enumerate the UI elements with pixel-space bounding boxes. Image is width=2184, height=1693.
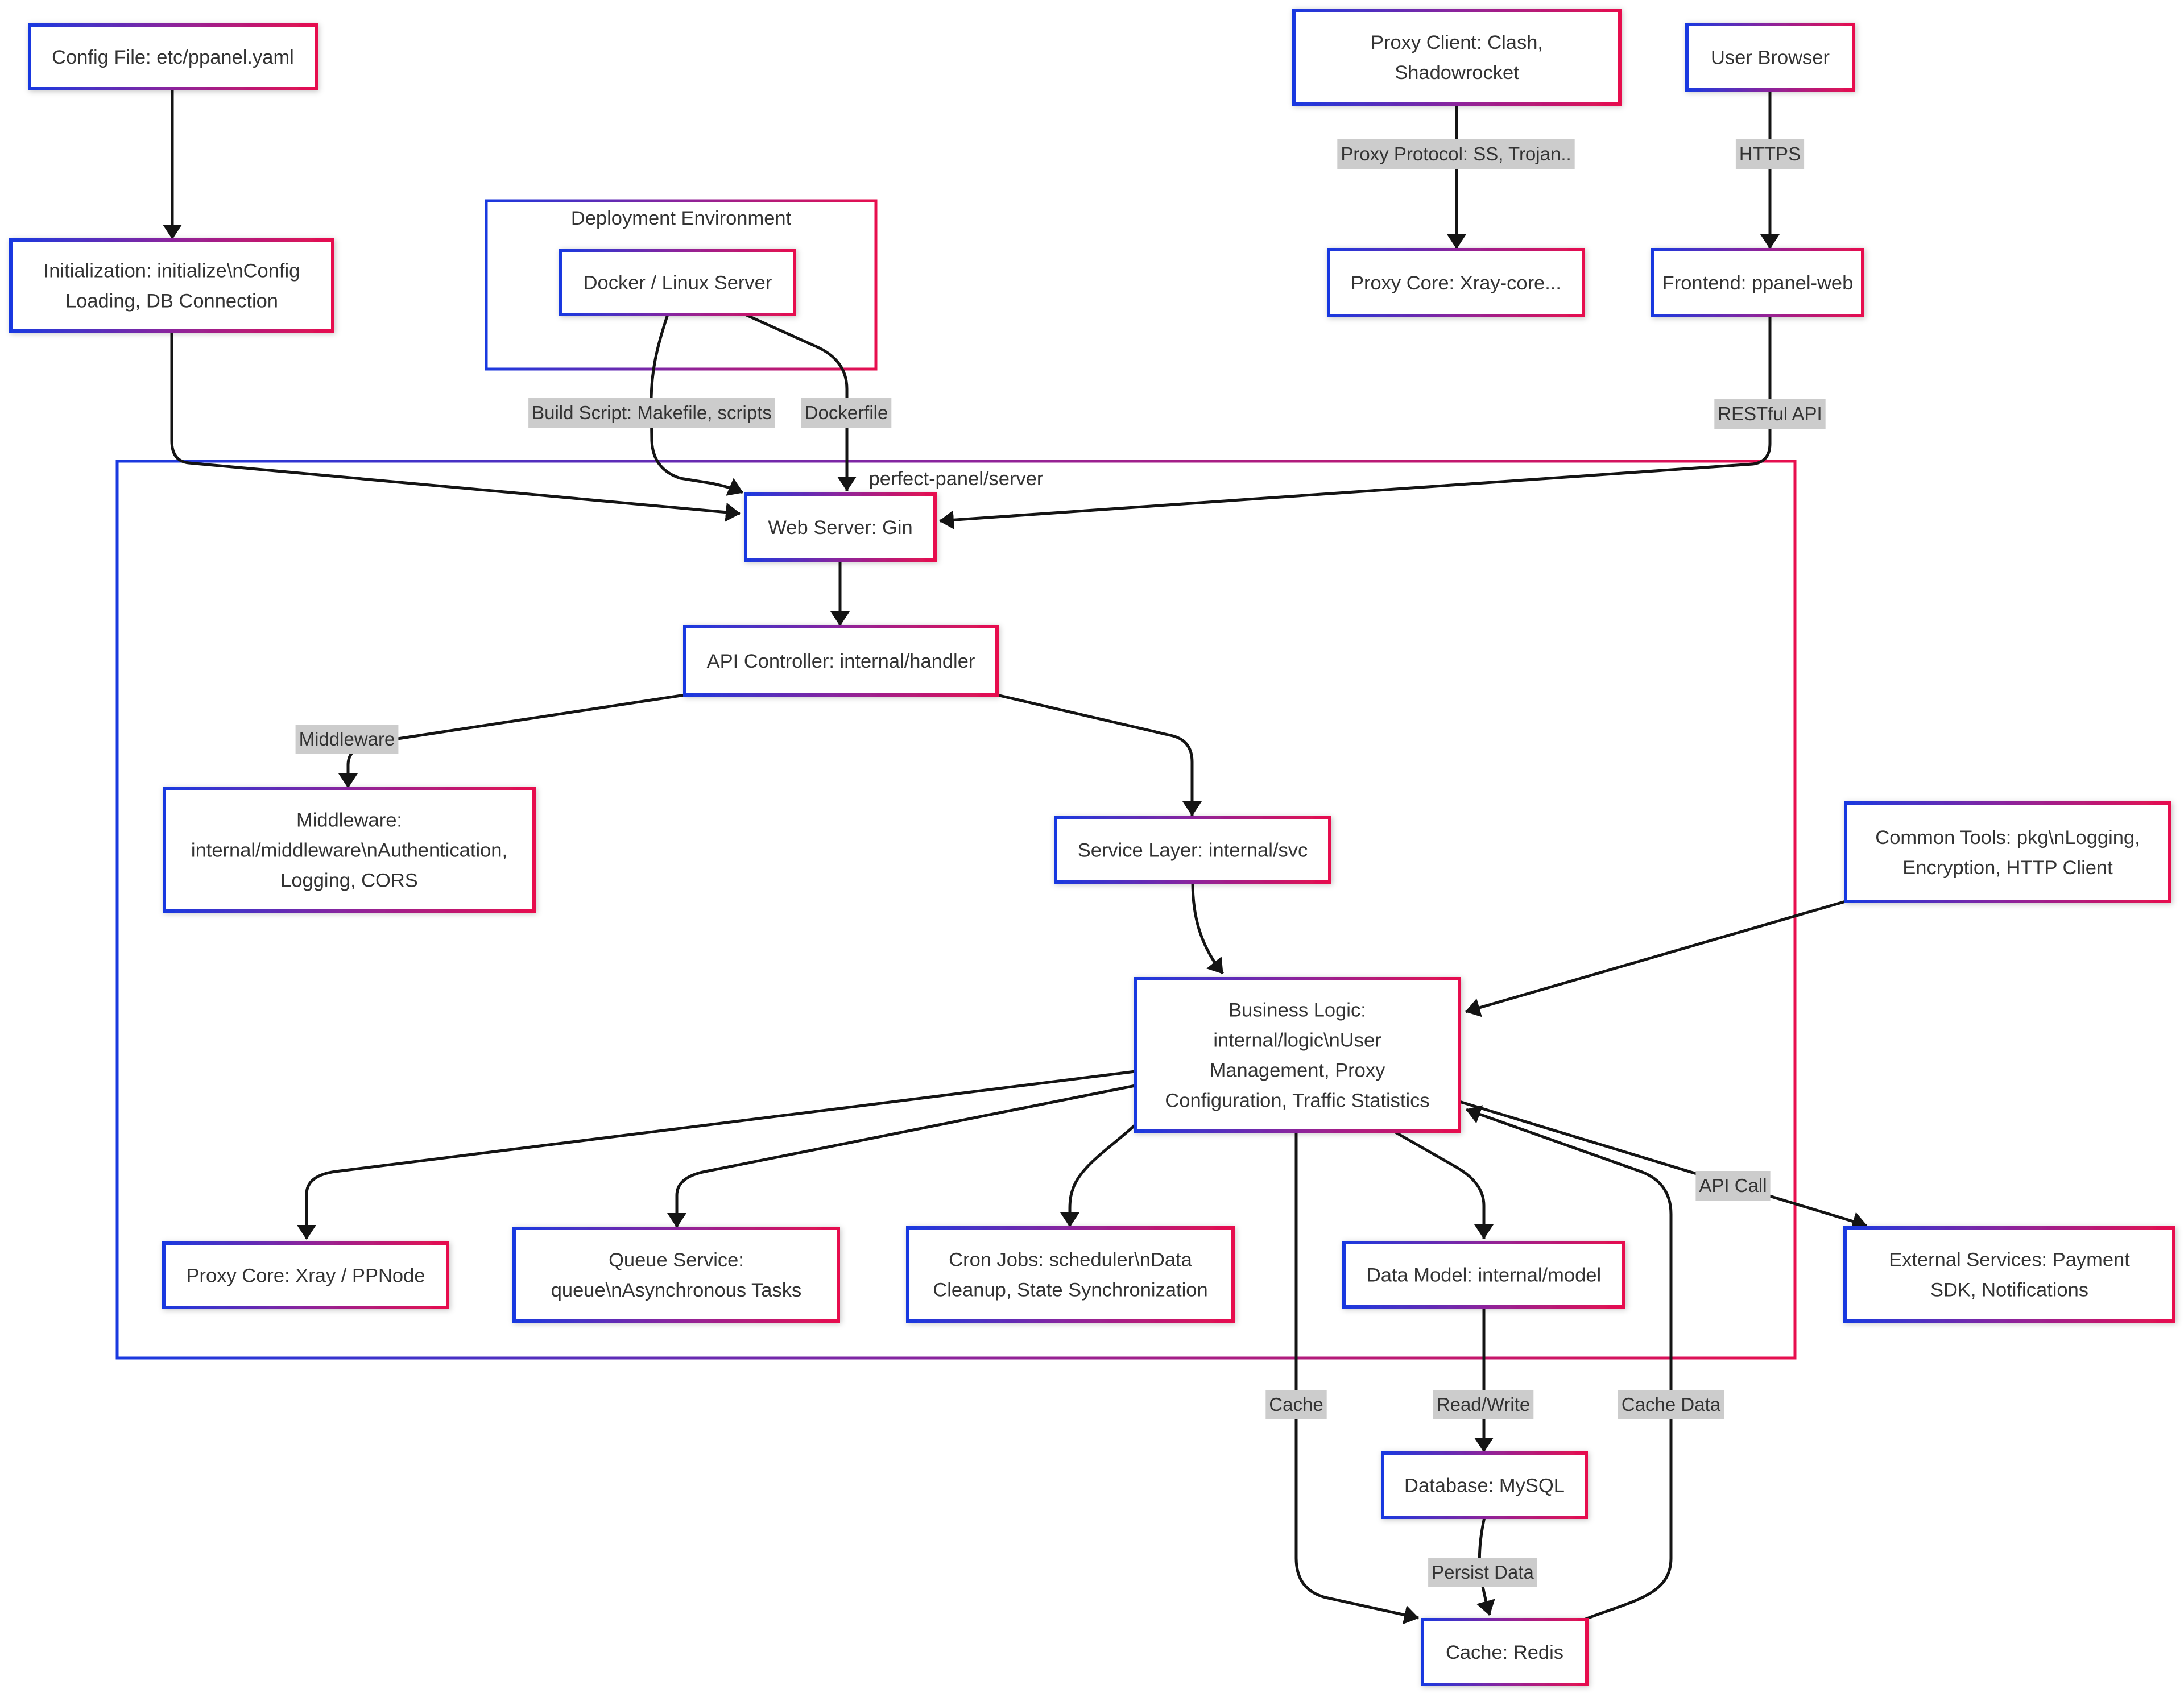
svg-text:Persist Data: Persist Data bbox=[1432, 1562, 1534, 1583]
svg-text:queue\nAsynchronous Tasks: queue\nAsynchronous Tasks bbox=[551, 1280, 801, 1301]
svg-text:RESTful API: RESTful API bbox=[1718, 403, 1822, 424]
svg-text:Data Model: internal/model: Data Model: internal/model bbox=[1367, 1265, 1601, 1286]
svg-text:Dockerfile: Dockerfile bbox=[805, 402, 888, 423]
svg-text:Proxy Core: Xray-core...: Proxy Core: Xray-core... bbox=[1351, 272, 1561, 294]
svg-text:Service Layer: internal/svc: Service Layer: internal/svc bbox=[1078, 840, 1308, 862]
svg-text:API Controller: internal/handl: API Controller: internal/handler bbox=[707, 651, 975, 672]
svg-text:internal/logic\nUser: internal/logic\nUser bbox=[1213, 1030, 1381, 1052]
svg-text:Initialization: initialize\nCo: Initialization: initialize\nConfig bbox=[44, 260, 300, 282]
svg-text:Logging, CORS: Logging, CORS bbox=[280, 870, 418, 892]
svg-text:Middleware: Middleware bbox=[299, 728, 395, 750]
svg-text:External Services: Payment: External Services: Payment bbox=[1889, 1249, 2130, 1271]
svg-text:internal/middleware\nAuthentic: internal/middleware\nAuthentication, bbox=[191, 840, 507, 862]
svg-text:Cache: Redis: Cache: Redis bbox=[1446, 1642, 1563, 1663]
svg-text:Proxy Client: Clash,: Proxy Client: Clash, bbox=[1371, 32, 1543, 53]
svg-text:Deployment Environment: Deployment Environment bbox=[571, 208, 792, 229]
svg-text:Shadowrocket: Shadowrocket bbox=[1395, 62, 1519, 84]
svg-text:User Browser: User Browser bbox=[1711, 47, 1830, 69]
svg-text:Web Server: Gin: Web Server: Gin bbox=[768, 517, 912, 539]
svg-text:Read/Write: Read/Write bbox=[1437, 1394, 1530, 1415]
svg-text:Docker / Linux Server: Docker / Linux Server bbox=[584, 272, 772, 294]
svg-text:Management, Proxy: Management, Proxy bbox=[1210, 1060, 1385, 1082]
svg-text:Frontend: ppanel-web: Frontend: ppanel-web bbox=[1662, 272, 1854, 294]
svg-text:Build Script: Makefile, script: Build Script: Makefile, scripts bbox=[532, 402, 772, 423]
svg-text:Business Logic:: Business Logic: bbox=[1228, 1000, 1366, 1021]
svg-text:Cache Data: Cache Data bbox=[1622, 1394, 1721, 1415]
svg-text:perfect-panel/server: perfect-panel/server bbox=[869, 468, 1044, 490]
svg-text:Queue Service:: Queue Service: bbox=[609, 1249, 744, 1271]
svg-text:Common Tools: pkg\nLogging,: Common Tools: pkg\nLogging, bbox=[1875, 827, 2140, 848]
svg-text:API Call: API Call bbox=[1699, 1175, 1767, 1196]
svg-text:Proxy Protocol: SS, Trojan..: Proxy Protocol: SS, Trojan.. bbox=[1341, 143, 1571, 164]
svg-text:HTTPS: HTTPS bbox=[1739, 143, 1801, 164]
svg-text:Cleanup, State Synchronization: Cleanup, State Synchronization bbox=[933, 1280, 1207, 1301]
svg-text:Middleware:: Middleware: bbox=[296, 810, 402, 831]
svg-text:Database: MySQL: Database: MySQL bbox=[1404, 1475, 1565, 1497]
svg-text:Config File: etc/ppanel.yaml: Config File: etc/ppanel.yaml bbox=[52, 47, 294, 68]
svg-text:Cron Jobs: scheduler\nData: Cron Jobs: scheduler\nData bbox=[949, 1249, 1192, 1271]
svg-text:Proxy Core: Xray / PPNode: Proxy Core: Xray / PPNode bbox=[187, 1265, 425, 1287]
svg-text:Configuration, Traffic Statist: Configuration, Traffic Statistics bbox=[1165, 1090, 1429, 1112]
svg-text:SDK, Notifications: SDK, Notifications bbox=[1930, 1280, 2088, 1301]
svg-text:Encryption, HTTP Client: Encryption, HTTP Client bbox=[1902, 857, 2113, 879]
svg-text:Loading, DB Connection: Loading, DB Connection bbox=[65, 291, 278, 312]
svg-text:Cache: Cache bbox=[1269, 1394, 1323, 1415]
